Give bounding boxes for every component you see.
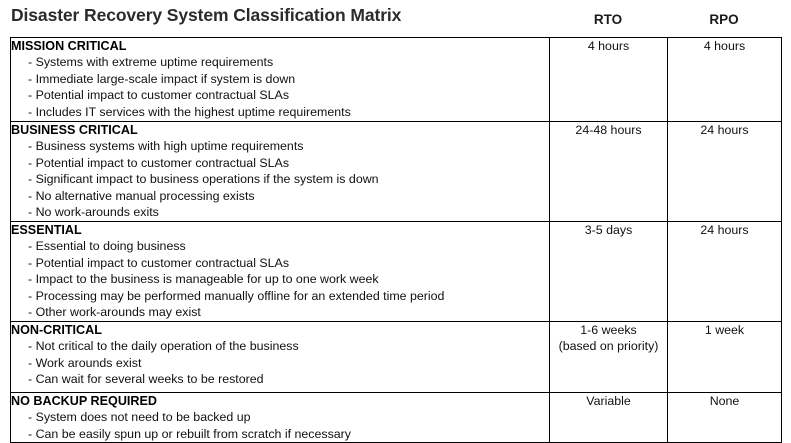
category-label: ESSENTIAL (11, 222, 82, 237)
category-label: NO BACKUP REQUIRED (11, 393, 158, 408)
table-row: ESSENTIAL - Essential to doing business … (10, 220, 782, 322)
list-item: - Potential impact to customer contractu… (28, 255, 290, 270)
list-item: - Potential impact to customer contractu… (28, 155, 290, 170)
rto-cell-business-critical: 24-48 hours (549, 121, 668, 222)
criteria-list: - Business systems with high uptime requ… (11, 138, 549, 221)
category-label: BUSINESS CRITICAL (11, 123, 138, 137)
rpo-value: 24 hours (700, 123, 749, 137)
rto-cell-no-backup-required: Variable (549, 391, 668, 443)
rpo-cell-no-backup-required: None (667, 391, 782, 443)
rto-cell-mission-critical: 4 hours (549, 37, 668, 122)
criteria-list: - Systems with extreme uptime requiremen… (11, 54, 549, 120)
rpo-cell-business-critical: 24 hours (667, 121, 782, 222)
table-row: NO BACKUP REQUIRED - System does not nee… (10, 391, 782, 443)
column-header-rto: RTO (593, 12, 623, 27)
header-band: Disaster Recovery System Classification … (0, 0, 791, 37)
list-item: - Potential impact to customer contractu… (28, 88, 290, 103)
rpo-cell-non-critical: 1 week (667, 320, 782, 393)
rpo-value: 24 hours (700, 222, 749, 237)
criteria-cell-essential: ESSENTIAL - Essential to doing business … (10, 220, 550, 322)
criteria-list: - Essential to doing business - Potentia… (11, 238, 549, 321)
list-item: - Significant impact to business operati… (28, 172, 379, 187)
rpo-cell-essential: 24 hours (667, 220, 782, 322)
rpo-value: 4 hours (703, 39, 746, 53)
list-item: - System does not need to be backed up (28, 409, 251, 424)
rto-note: (based on priority) (558, 338, 659, 353)
criteria-list: - Not critical to the daily operation of… (11, 338, 549, 388)
rpo-cell-mission-critical: 4 hours (667, 37, 782, 122)
rto-cell-non-critical: 1-6 weeks (based on priority) (549, 320, 668, 393)
list-item: - No work-arounds exits (28, 205, 159, 220)
table-row: NON-CRITICAL - Not critical to the daily… (10, 320, 782, 393)
list-item: - Includes IT services with the highest … (28, 104, 351, 119)
criteria-cell-business-critical: BUSINESS CRITICAL - Business systems wit… (10, 121, 550, 222)
list-item: - Processing may be performed manually o… (28, 288, 445, 303)
criteria-cell-non-critical: NON-CRITICAL - Not critical to the daily… (10, 320, 550, 393)
criteria-list: - System does not need to be backed up -… (11, 409, 549, 442)
list-item: - Can be easily spun up or rebuilt from … (28, 426, 351, 441)
table-row: BUSINESS CRITICAL - Business systems wit… (10, 121, 782, 222)
list-item: - Can wait for several weeks to be resto… (28, 372, 264, 387)
rto-value: 3-5 days (584, 222, 633, 237)
rto-value: Variable (586, 393, 631, 408)
list-item: - Other work-arounds may exist (28, 305, 201, 320)
list-item: - No alternative manual processing exist… (28, 188, 255, 203)
list-item: - Not critical to the daily operation of… (28, 338, 299, 353)
list-item: - Essential to doing business (28, 238, 186, 253)
list-item: - Immediate large-scale impact if system… (28, 71, 296, 86)
criteria-cell-mission-critical: MISSION CRITICAL - Systems with extreme … (10, 37, 550, 122)
category-label: NON-CRITICAL (11, 322, 102, 337)
page-title: Disaster Recovery System Classification … (11, 5, 402, 25)
category-label: MISSION CRITICAL (11, 39, 127, 53)
list-item: - Business systems with high uptime requ… (28, 139, 304, 153)
rto-cell-essential: 3-5 days (549, 220, 668, 322)
table-row: MISSION CRITICAL - Systems with extreme … (10, 37, 782, 122)
list-item: - Work arounds exist (28, 355, 142, 370)
classification-matrix-table: MISSION CRITICAL - Systems with extreme … (10, 37, 782, 443)
rto-value: 24-48 hours (575, 123, 642, 137)
rto-value: 4 hours (587, 39, 630, 53)
list-item: - Systems with extreme uptime requiremen… (28, 55, 274, 69)
rpo-value: None (709, 393, 740, 408)
list-item: - Impact to the business is manageable f… (28, 272, 379, 287)
rpo-value: 1 week (704, 322, 745, 337)
column-header-rpo: RPO (709, 12, 739, 27)
rto-value: 1-6 weeks (580, 322, 637, 337)
criteria-cell-no-backup-required: NO BACKUP REQUIRED - System does not nee… (10, 391, 550, 443)
